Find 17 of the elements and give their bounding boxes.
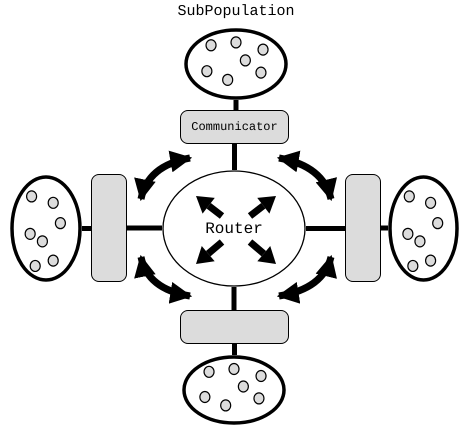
connector-line [234,100,238,110]
connector-line [232,144,237,170]
communicator-box [345,174,381,282]
communicator-box [91,174,127,282]
double-arrow [276,254,336,304]
double-arrow [276,151,336,202]
double-arrow [135,254,192,304]
connector-line [381,226,388,230]
connector-line [127,226,162,230]
population-label: SubPopulation [177,2,295,22]
connector-line [306,226,345,231]
double-arrow [135,151,192,202]
connector-line [232,344,237,355]
connector-line [232,287,236,310]
communicator-box [180,310,289,344]
communicator-box: Communicator [180,110,289,144]
connector-line [82,226,91,231]
